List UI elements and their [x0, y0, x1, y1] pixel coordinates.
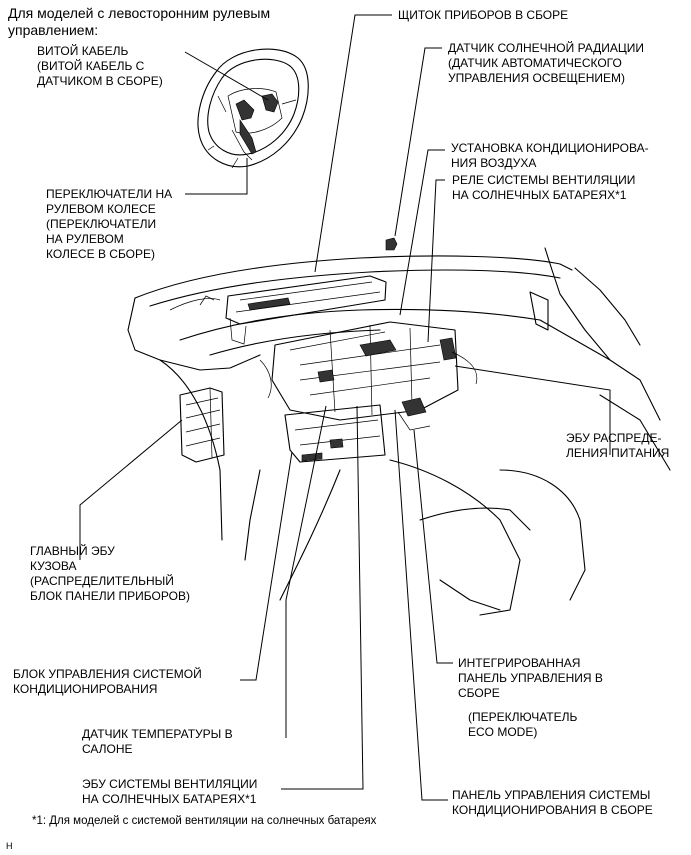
label-solar-vent-relay: РЕЛЕ СИСТЕМЫ ВЕНТИЛЯЦИИ НА СОЛНЕЧНЫХ БАТ… — [452, 173, 635, 203]
label-solar-sensor: ДАТЧИК СОЛНЕЧНОЙ РАДИАЦИИ (ДАТЧИК АВТОМА… — [448, 41, 644, 86]
label-line: ГЛАВНЫЙ ЭБУ — [30, 544, 115, 558]
label-line: ЩИТОК ПРИБОРОВ В СБОРЕ — [398, 8, 569, 22]
label-line: УПРАВЛЕНИЯ ОСВЕЩЕНИЕМ) — [448, 71, 626, 85]
label-line: РЕЛЕ СИСТЕМЫ ВЕНТИЛЯЦИИ — [452, 173, 636, 187]
label-ac-amplifier: БЛОК УПРАВЛЕНИЯ СИСТЕМОЙ КОНДИЦИОНИРОВАН… — [13, 667, 202, 697]
label-line: (РАСПРЕДЕЛИТЕЛЬНЫЙ — [30, 574, 174, 588]
label-line: ECO MODE) — [468, 725, 538, 739]
label-line: НА РУЛЕВОМ — [46, 232, 124, 246]
label-line: КОНДИЦИОНИРОВАНИЯ В СБОРЕ — [452, 803, 653, 817]
label-line: КУЗОВА — [30, 559, 77, 573]
label-eco-mode-switch: (ПЕРЕКЛЮЧАТЕЛЬ ECO MODE) — [468, 710, 577, 740]
label-spiral-cable: ВИТОЙ КАБЕЛЬ (ВИТОЙ КАБЕЛЬ С ДАТЧИКОМ В … — [37, 44, 163, 89]
label-line: БЛОК УПРАВЛЕНИЯ СИСТЕМОЙ — [13, 667, 202, 681]
label-integrated-panel: ИНТЕГРИРОВАННАЯ ПАНЕЛЬ УПРАВЛЕНИЯ В СБОР… — [458, 656, 603, 701]
label-line: КОЛЕСЕ В СБОРЕ) — [46, 247, 156, 261]
label-line: ДАТЧИК ТЕМПЕРАТУРЫ В — [82, 727, 233, 741]
label-line: ИНТЕГРИРОВАННАЯ — [458, 656, 581, 670]
label-line: ПАНЕЛЬ УПРАВЛЕНИЯ СИСТЕМЫ — [452, 788, 651, 802]
label-power-distribution-ecu: ЭБУ РАСПРЕДЕ- ЛЕНИЯ ПИТАНИЯ — [566, 431, 669, 461]
header-line-2: управлением: — [8, 22, 99, 38]
label-line: НА СОЛНЕЧНЫХ БАТАРЕЯХ*1 — [82, 792, 257, 806]
corner-mark: H — [6, 841, 13, 851]
label-ac-control-panel: ПАНЕЛЬ УПРАВЛЕНИЯ СИСТЕМЫ КОНДИЦИОНИРОВА… — [452, 788, 653, 818]
label-line: СБОРЕ — [458, 686, 500, 700]
label-line: КОНДИЦИОНИРОВАНИЯ — [13, 682, 158, 696]
label-steering-switches: ПЕРЕКЛЮЧАТЕЛИ НА РУЛЕВОМ КОЛЕСЕ (ПЕРЕКЛЮ… — [46, 187, 172, 262]
footnote: *1: Для моделей с системой вентиляции на… — [32, 815, 377, 827]
label-combination-meter: ЩИТОК ПРИБОРОВ В СБОРЕ — [398, 8, 568, 23]
label-line: ВИТОЙ КАБЕЛЬ — [37, 44, 129, 58]
label-air-conditioning-unit: УСТАНОВКА КОНДИЦИОНИРОВА- НИЯ ВОЗДУХА — [451, 141, 649, 171]
dashboard-illustration — [127, 237, 671, 616]
label-line: ДАТЧИКОМ В СБОРЕ) — [37, 74, 163, 88]
label-solar-vent-ecu: ЭБУ СИСТЕМЫ ВЕНТИЛЯЦИИ НА СОЛНЕЧНЫХ БАТА… — [82, 777, 257, 807]
label-line: РУЛЕВОМ КОЛЕСЕ — [46, 202, 156, 216]
label-line: ПЕРЕКЛЮЧАТЕЛИ НА — [46, 187, 173, 201]
label-line: (ПЕРЕКЛЮЧАТЕЛЬ — [468, 710, 578, 724]
steering-wheel-illustration — [197, 48, 309, 169]
label-line: ДАТЧИК СОЛНЕЧНОЙ РАДИАЦИИ — [448, 41, 645, 55]
label-line: САЛОНЕ — [82, 742, 133, 756]
label-line: УСТАНОВКА КОНДИЦИОНИРОВА- — [451, 141, 649, 155]
label-line: ЭБУ СИСТЕМЫ ВЕНТИЛЯЦИИ — [82, 777, 258, 791]
label-line: БЛОК ПАНЕЛИ ПРИБОРОВ) — [30, 589, 190, 603]
label-line: НА СОЛНЕЧНЫХ БАТАРЕЯХ*1 — [452, 188, 627, 202]
diagram-header: Для моделей с левосторонним рулевым упра… — [8, 5, 270, 39]
label-line: (ПЕРЕКЛЮЧАТЕЛИ — [46, 217, 157, 231]
label-line: (ВИТОЙ КАБЕЛЬ С — [37, 59, 145, 73]
label-line: (ДАТЧИК АВТОМАТИЧЕСКОГО — [448, 56, 622, 70]
label-line: НИЯ ВОЗДУХА — [451, 156, 537, 170]
label-main-body-ecu: ГЛАВНЫЙ ЭБУ КУЗОВА (РАСПРЕДЕЛИТЕЛЬНЫЙ БЛ… — [30, 544, 190, 604]
label-line: ЭБУ РАСПРЕДЕ- — [566, 431, 662, 445]
label-room-temp-sensor: ДАТЧИК ТЕМПЕРАТУРЫ В САЛОНЕ — [82, 727, 233, 757]
label-line: ПАНЕЛЬ УПРАВЛЕНИЯ В — [458, 671, 603, 685]
leader-lines — [79, 14, 611, 801]
label-line: ЛЕНИЯ ПИТАНИЯ — [566, 446, 670, 460]
header-line-1: Для моделей с левосторонним рулевым — [8, 5, 271, 21]
